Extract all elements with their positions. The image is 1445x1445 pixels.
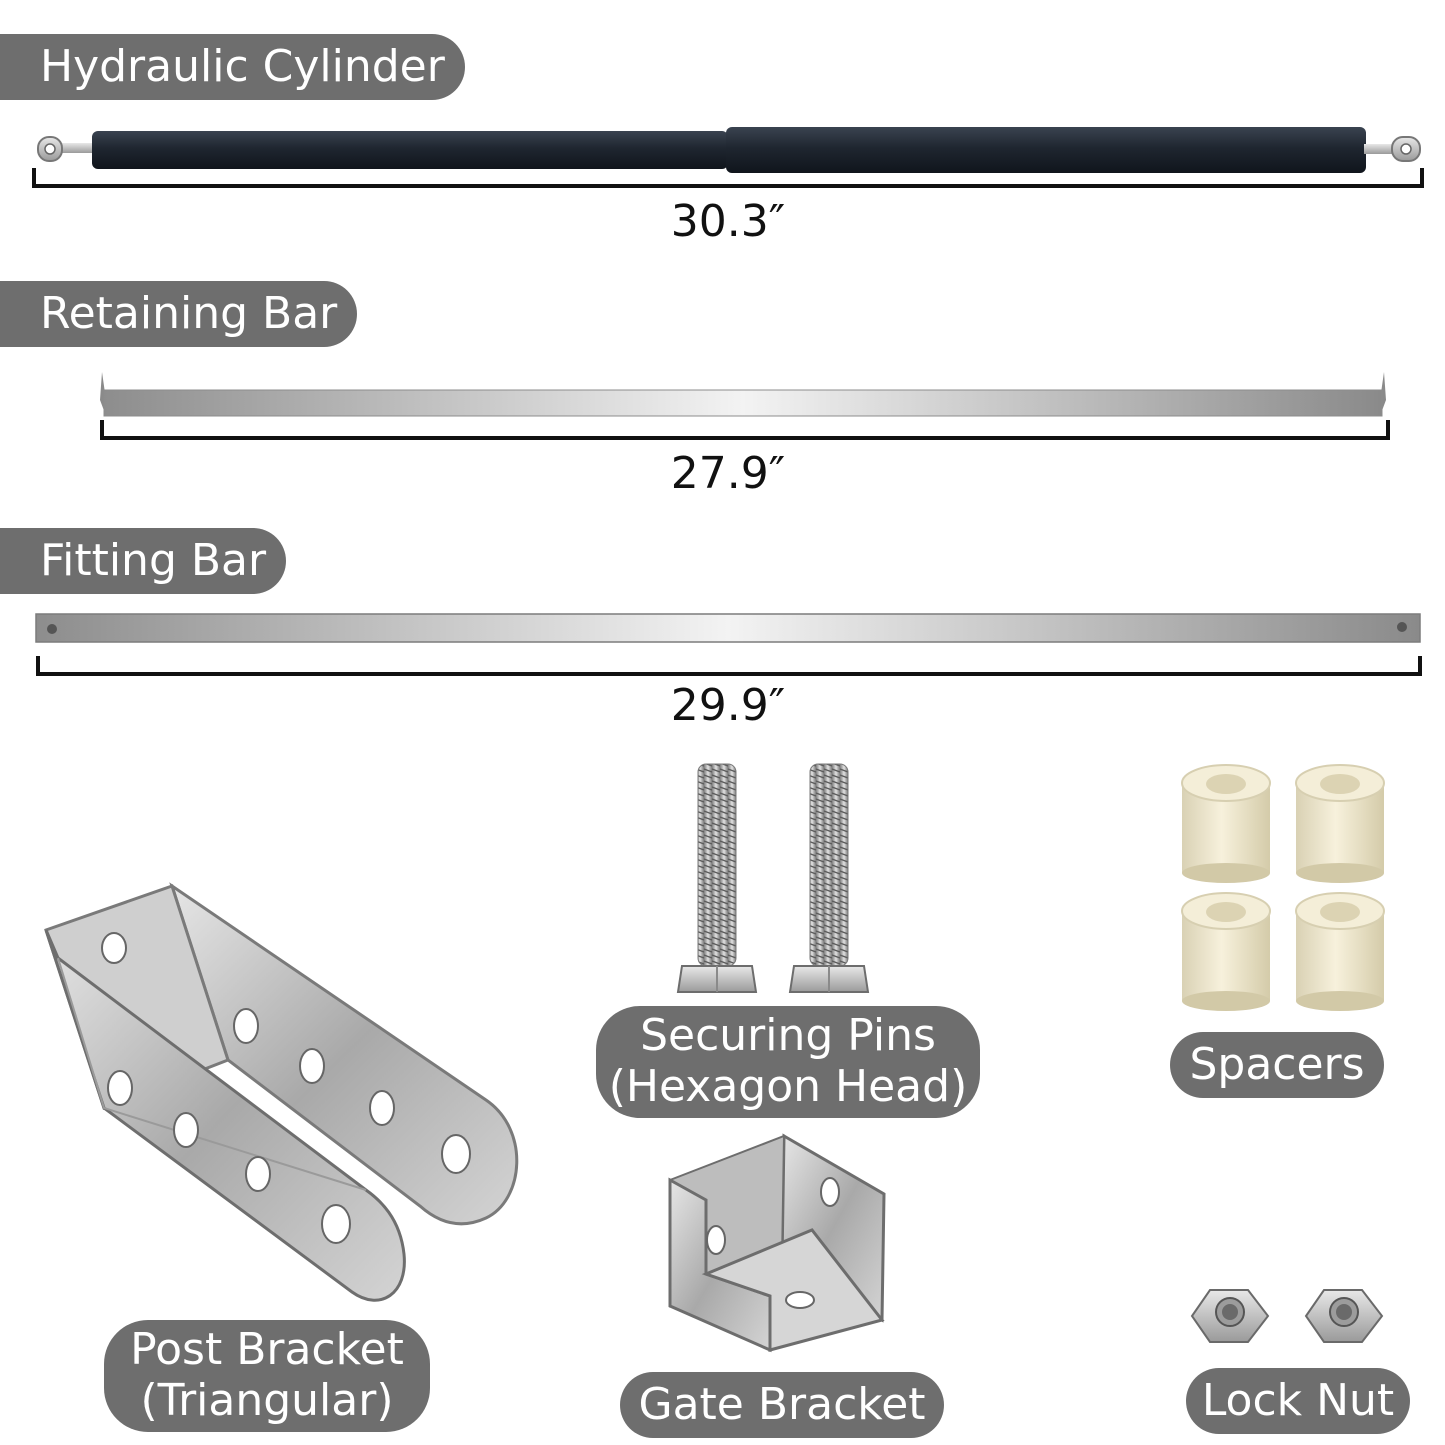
spacers-image: [1181, 764, 1385, 1011]
fitting-bar-length: 29.9″: [670, 680, 786, 731]
hydraulic-cylinder-image: [37, 127, 1421, 173]
retaining-bar-image: [100, 372, 1386, 417]
securing-pins-image: [676, 763, 870, 993]
post-bracket-label: Post Bracket (Triangular): [104, 1320, 430, 1432]
spacers-label: Spacers: [1170, 1032, 1384, 1098]
fitting-bar-image: [35, 613, 1421, 643]
post-bracket-image: [44, 882, 519, 1302]
hydraulic-cylinder-label: Hydraulic Cylinder: [0, 34, 465, 100]
hydraulic-cylinder-length: 30.3″: [670, 196, 786, 247]
securing-pins-label: Securing Pins (Hexagon Head): [596, 1006, 980, 1118]
hydraulic-cylinder-dimension-line: [32, 168, 1424, 188]
gate-bracket-image: [668, 1133, 886, 1353]
gate-bracket-label: Gate Bracket: [620, 1372, 944, 1438]
retaining-bar-label: Retaining Bar: [0, 281, 358, 347]
retaining-bar-length: 27.9″: [670, 448, 786, 499]
retaining-bar-dimension-line: [100, 420, 1390, 440]
fitting-bar-dimension-line: [36, 656, 1422, 676]
fitting-bar-label: Fitting Bar: [0, 528, 287, 594]
lock-nut-label: Lock Nut: [1186, 1368, 1410, 1434]
lock-nut-image: [1190, 1289, 1384, 1343]
